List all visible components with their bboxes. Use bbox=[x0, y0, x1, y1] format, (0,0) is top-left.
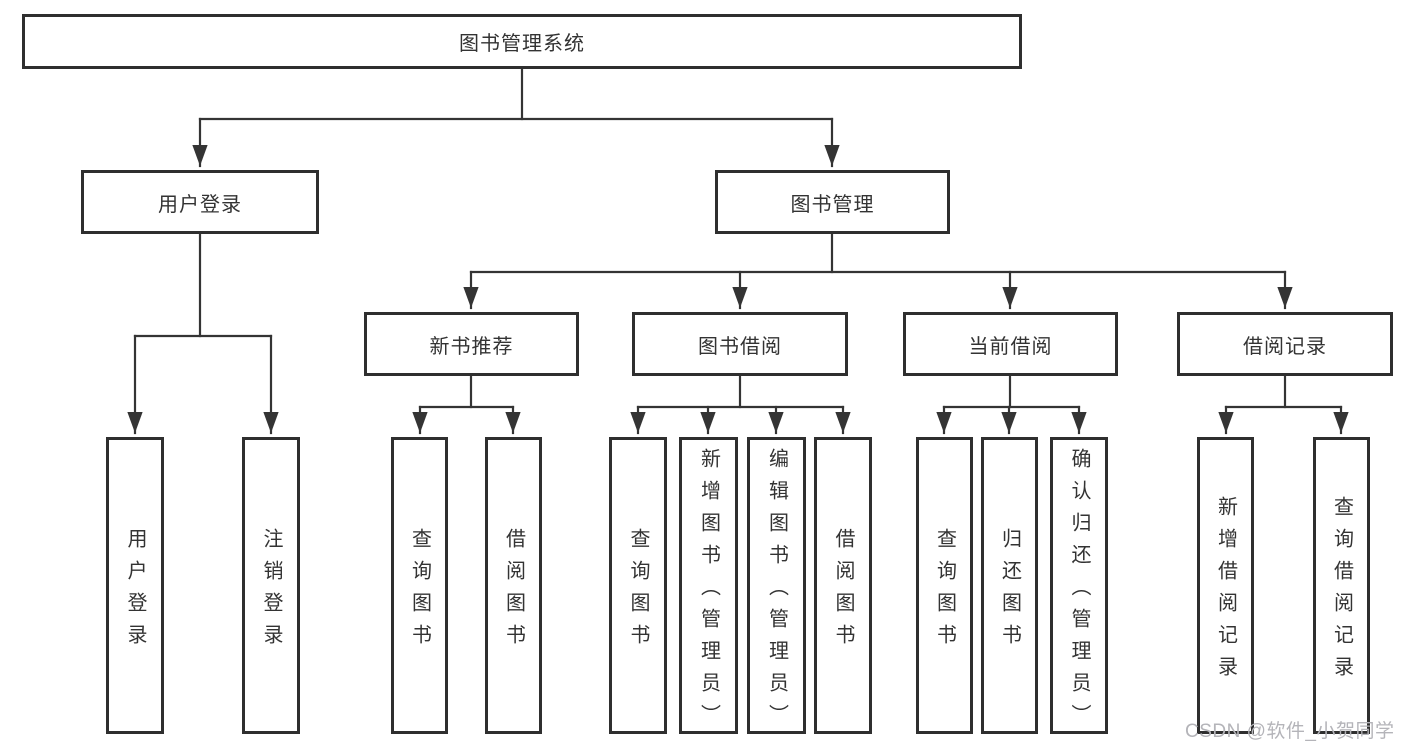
node-label: 当前借阅 bbox=[968, 335, 1053, 358]
node-user-login: 用户登录 bbox=[81, 170, 319, 234]
node-label: 查询图书 bbox=[408, 527, 431, 656]
node-label: 新书推荐 bbox=[429, 335, 514, 358]
leaf-user-login: 用户登录 bbox=[106, 437, 164, 734]
leaf-records-add-record: 新增借阅记录 bbox=[1197, 437, 1254, 734]
leaf-recommend-query-books: 查询图书 bbox=[391, 437, 448, 734]
node-new-book-recommend: 新书推荐 bbox=[364, 312, 579, 376]
leaf-current-query-books: 查询图书 bbox=[916, 437, 973, 734]
node-current-borrow: 当前借阅 bbox=[903, 312, 1118, 376]
node-borrow-records: 借阅记录 bbox=[1177, 312, 1393, 376]
leaf-current-confirm-return-admin: 确认归还（管理员） bbox=[1050, 437, 1108, 736]
node-label: 用户登录 bbox=[124, 527, 146, 656]
leaf-logout: 注销登录 bbox=[242, 437, 300, 734]
node-label: 确认归还（管理员） bbox=[1068, 447, 1090, 736]
leaf-borrow-query-books: 查询图书 bbox=[609, 437, 667, 734]
node-label: 借阅记录 bbox=[1243, 335, 1327, 358]
node-label: 新增图书（管理员） bbox=[697, 447, 720, 736]
leaf-borrow-edit-books-admin: 编辑图书（管理员） bbox=[747, 437, 806, 736]
node-label: 用户登录 bbox=[158, 193, 242, 216]
node-label: 借阅图书 bbox=[502, 527, 525, 656]
leaf-borrow-borrow-books: 借阅图书 bbox=[814, 437, 872, 734]
node-book-management: 图书管理 bbox=[715, 170, 950, 234]
leaf-borrow-add-books-admin: 新增图书（管理员） bbox=[679, 437, 738, 736]
node-root: 图书管理系统 bbox=[22, 14, 1022, 69]
node-label: 图书管理 bbox=[790, 193, 875, 216]
node-label: 新增借阅记录 bbox=[1214, 495, 1237, 688]
node-label: 查询借阅记录 bbox=[1330, 495, 1353, 688]
node-label: 查询图书 bbox=[933, 527, 956, 656]
node-label: 借阅图书 bbox=[832, 527, 854, 656]
leaf-records-query-record: 查询借阅记录 bbox=[1313, 437, 1370, 734]
node-book-borrow: 图书借阅 bbox=[632, 312, 848, 376]
node-label: 图书管理系统 bbox=[459, 33, 585, 55]
csdn-watermark: CSDN @软件_小贺同学 bbox=[1185, 721, 1395, 742]
node-label: 图书借阅 bbox=[698, 335, 782, 358]
node-label: 编辑图书（管理员） bbox=[765, 447, 788, 736]
node-label: 注销登录 bbox=[260, 527, 282, 656]
leaf-recommend-borrow-books: 借阅图书 bbox=[485, 437, 542, 734]
leaf-current-return-books: 归还图书 bbox=[981, 437, 1038, 734]
node-label: 归还图书 bbox=[998, 527, 1021, 656]
node-label: 查询图书 bbox=[627, 527, 649, 656]
